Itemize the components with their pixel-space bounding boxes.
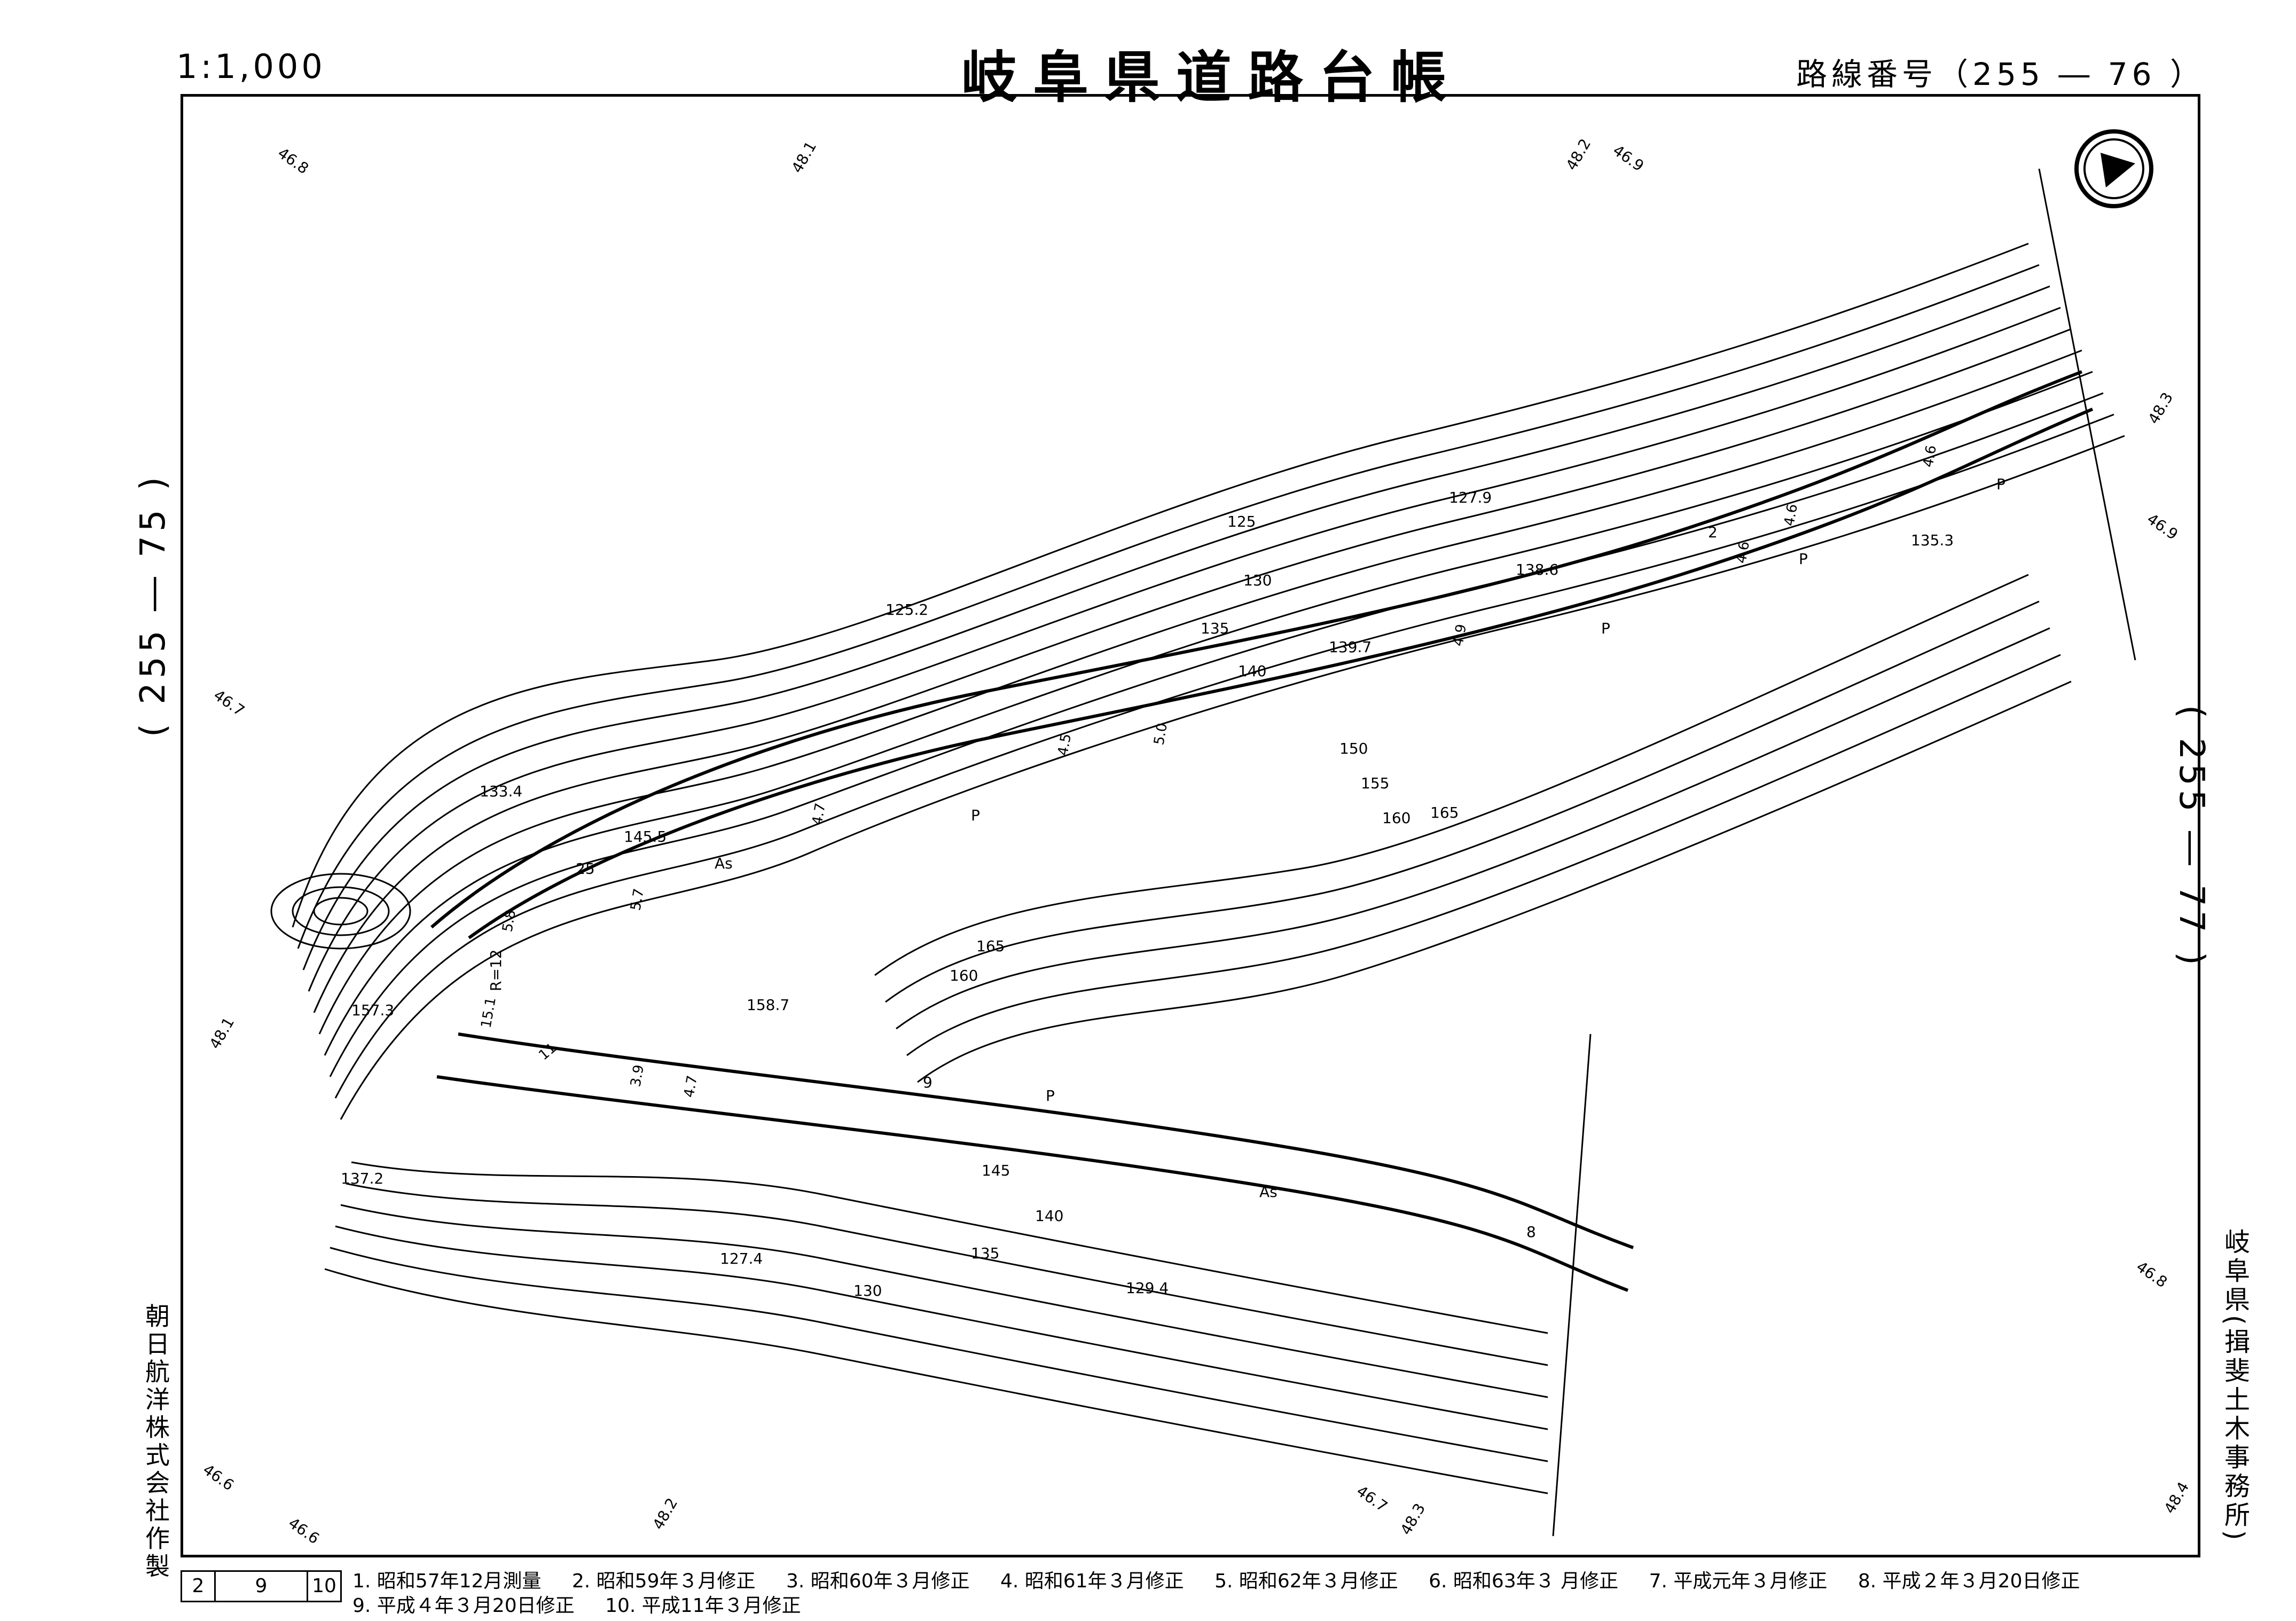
spot-height-label: 127.9 xyxy=(1449,489,1492,506)
revision-notes: 1. 昭和57年12月測量 2. 昭和59年３月修正 3. 昭和60年３月修正 … xyxy=(352,1569,2275,1618)
sheet-cut-lines xyxy=(1552,168,2136,1537)
revision-index-box: 2 9 10 xyxy=(181,1570,342,1602)
svg-text:5.7: 5.7 xyxy=(628,887,647,912)
spot-height-label: 127.4 xyxy=(720,1250,763,1267)
parking-label: P xyxy=(1046,1087,1055,1105)
road-surface-label: As xyxy=(715,855,733,872)
revision-note: 5. 昭和62年３月修正 xyxy=(1214,1570,1398,1592)
road-surface-label: As xyxy=(1259,1183,1278,1201)
contour-label: 165 xyxy=(976,937,1005,955)
adjacent-sheet-left: ( 255 ― 75 ) xyxy=(134,473,173,737)
revision-index-cell: 2 xyxy=(182,1572,216,1601)
contour-label: 160 xyxy=(950,967,978,984)
station-label: 9 xyxy=(923,1074,932,1091)
contour-label: 130 xyxy=(853,1282,882,1299)
svg-text:4.7: 4.7 xyxy=(809,802,829,826)
page-title: 岐阜県道路台帳 xyxy=(961,45,1463,110)
parking-label: P xyxy=(1799,550,1808,568)
spot-height-label: 138.6 xyxy=(1516,561,1558,578)
revision-note: 3. 昭和60年３月修正 xyxy=(786,1570,970,1592)
svg-text:4.6: 4.6 xyxy=(1920,444,1940,468)
parking-label: P xyxy=(1996,475,2005,493)
spot-height-label: 125.2 xyxy=(886,601,928,618)
svg-text:4.5: 4.5 xyxy=(1055,732,1075,757)
spot-height-label: 158.7 xyxy=(747,996,789,1014)
revision-index-cell: 9 xyxy=(216,1572,308,1601)
maker-credit: 朝日航洋株式会社作製 xyxy=(142,1303,170,1581)
contour-lines xyxy=(270,242,2125,1494)
spot-height-label: 145.5 xyxy=(624,828,667,845)
revision-note: 2. 昭和59年３月修正 xyxy=(571,1570,756,1592)
spot-height-label: 157.3 xyxy=(351,1001,394,1019)
contour-label: 165 xyxy=(1430,804,1459,821)
station-label: 2 xyxy=(1708,523,1718,541)
road-edges xyxy=(430,370,2094,1292)
contour-label: 130 xyxy=(1243,571,1272,589)
spot-height-label: 137.2 xyxy=(341,1170,383,1187)
contour-label: 145 xyxy=(982,1162,1010,1179)
svg-text:4.9: 4.9 xyxy=(1450,623,1470,647)
radius-label: R=12 xyxy=(487,949,505,991)
contour-label: 135 xyxy=(1201,620,1229,637)
road-map: 133.4 127.9 125.2 139.7 138.6 145.5 135.… xyxy=(200,129,2192,1547)
contour-label: 135 xyxy=(971,1244,999,1262)
spot-height-label: 133.4 xyxy=(480,782,522,800)
svg-text:3.9: 3.9 xyxy=(628,1063,647,1088)
revision-note: 4. 昭和61年３月修正 xyxy=(1000,1570,1184,1592)
revision-note: 10. 平成11年３月修正 xyxy=(605,1595,801,1617)
station-label: 25 xyxy=(576,860,595,878)
map-frame xyxy=(181,94,2200,1557)
svg-text:4.6: 4.6 xyxy=(1781,503,1801,527)
parking-label: P xyxy=(1601,620,1610,637)
contour-label: 155 xyxy=(1361,774,1389,792)
office-name: 岐阜県(揖斐土木事務所) xyxy=(2220,1228,2250,1544)
contour-label: 140 xyxy=(1238,662,1266,680)
revision-note: 6. 昭和63年３ 月修正 xyxy=(1429,1570,1619,1592)
map-scale: 1:1,000 xyxy=(176,47,326,86)
revision-note: 1. 昭和57年12月測量 xyxy=(352,1570,542,1592)
svg-text:5.0: 5.0 xyxy=(1151,722,1171,746)
spot-height-label: 129.4 xyxy=(1126,1279,1169,1297)
spot-height-label: 135.3 xyxy=(1911,531,1954,549)
station-label: 8 xyxy=(1526,1223,1536,1241)
contour-label: 140 xyxy=(1035,1207,1063,1225)
contour-label: 160 xyxy=(1382,809,1410,827)
spot-height-label: 139.7 xyxy=(1329,638,1372,656)
revision-note: 9. 平成４年３月20日修正 xyxy=(352,1595,575,1617)
svg-text:4.6: 4.6 xyxy=(1733,540,1753,565)
svg-text:5.8: 5.8 xyxy=(499,909,519,933)
revision-note: 7. 平成元年３月修正 xyxy=(1649,1570,1828,1592)
route-number: 路線番号（255 ― 76 ） xyxy=(1796,56,2205,92)
contour-label: 150 xyxy=(1339,740,1368,757)
revision-index-cell: 10 xyxy=(312,1575,336,1597)
revision-note: 8. 平成２年３月20日修正 xyxy=(1858,1570,2080,1592)
svg-text:4.7: 4.7 xyxy=(681,1074,701,1099)
parking-label: P xyxy=(971,806,980,824)
contour-label: 125 xyxy=(1227,513,1256,530)
north-arrow xyxy=(2074,129,2153,208)
